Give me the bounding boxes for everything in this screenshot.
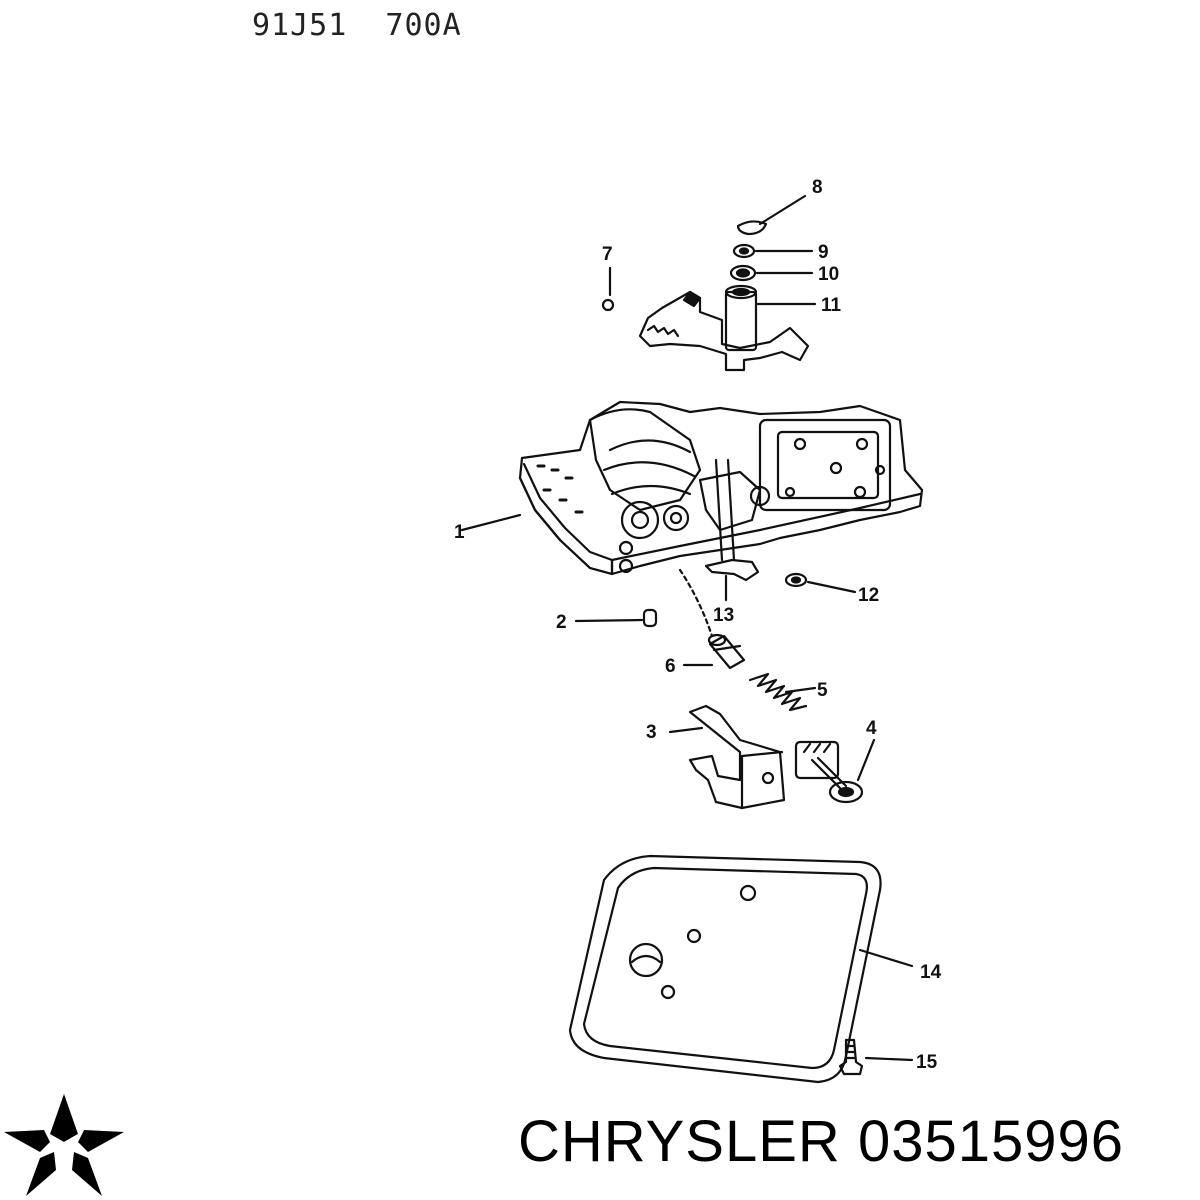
callout-6: 6: [665, 656, 676, 677]
callout-2: 2: [556, 612, 567, 633]
callout-11: 11: [821, 295, 842, 316]
callout-14: 14: [920, 962, 942, 983]
part-1-valve-body: [460, 400, 924, 576]
pentastar-icon: [0, 1088, 128, 1200]
callout-7: 7: [602, 244, 613, 265]
callout-15: 15: [916, 1052, 938, 1073]
part-6-valve: [682, 633, 746, 670]
part-8-clip: [736, 194, 807, 236]
callout-4: 4: [866, 718, 877, 739]
part-12-plug: [784, 572, 857, 594]
brand-name: CHRYSLER: [518, 1109, 841, 1174]
part-4-screw: [794, 738, 876, 804]
part-3-bracket: [668, 704, 786, 810]
part-15-bolt: [838, 1038, 914, 1076]
part-5-spring: [748, 672, 817, 712]
part-11-lever: [638, 284, 817, 372]
part-14-filter: [568, 854, 914, 1084]
part-9-washer: [732, 243, 814, 259]
callout-3: 3: [646, 722, 657, 743]
callout-10: 10: [818, 264, 839, 285]
document-code: 91J51 700A: [252, 8, 462, 43]
callout-12: 12: [858, 585, 879, 606]
callout-8: 8: [812, 177, 823, 198]
callout-5: 5: [817, 680, 828, 701]
part-7-ball: [601, 266, 615, 312]
part-2-pin: [574, 608, 658, 628]
part-13-detent-spring: [678, 558, 760, 638]
callout-13: 13: [713, 605, 734, 626]
callout-9: 9: [818, 242, 829, 263]
callout-1: 1: [454, 522, 465, 543]
part-number: 03515996: [857, 1109, 1124, 1174]
brand-part-number: CHRYSLER 03515996: [518, 1108, 1124, 1175]
part-10-seal: [729, 264, 814, 282]
